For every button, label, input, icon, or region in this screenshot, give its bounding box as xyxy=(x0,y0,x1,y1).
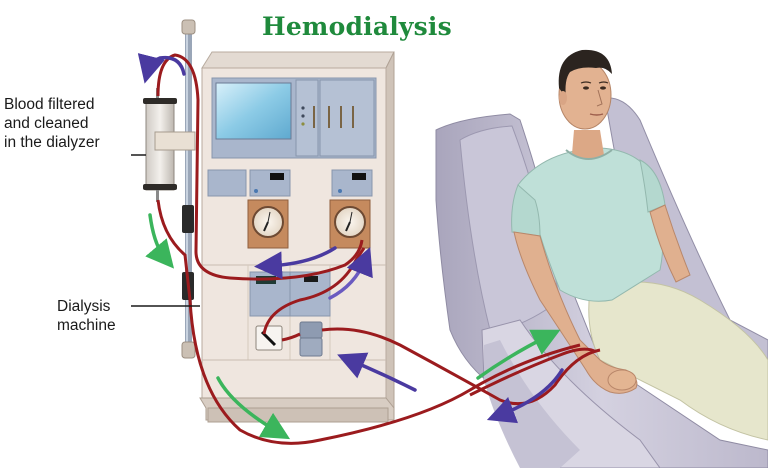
arrow-clean-bottom-icon xyxy=(216,376,291,440)
label-dialyzer-line-2: and cleaned xyxy=(4,115,89,132)
label-dialyzer-line-1: Blood filtered xyxy=(4,96,95,113)
label-machine-line-2: machine xyxy=(57,317,116,334)
patient xyxy=(511,49,768,441)
label-machine-line-1: Dialysis xyxy=(57,298,111,315)
leader-lines xyxy=(131,154,200,307)
pressure-gauge-left xyxy=(247,199,289,249)
arrow-clean-dialyzer-icon xyxy=(145,213,175,269)
arrow-dirty-machine-icon xyxy=(254,246,337,280)
arrow-clean-arm-icon xyxy=(476,329,561,380)
arrow-dirty-gauge-icon xyxy=(328,247,373,300)
air-trap xyxy=(299,321,323,357)
blood-tubing xyxy=(156,53,601,445)
label-dialyzer-line-3: in the dialyzer xyxy=(4,134,100,151)
pressure-gauge-right xyxy=(329,199,371,249)
arrow-dirty-top-icon xyxy=(137,53,186,84)
iv-pole xyxy=(181,19,196,359)
arrow-dirty-return-icon xyxy=(337,352,417,392)
blood-pump xyxy=(255,325,283,351)
label-machine: Dialysis machine xyxy=(57,297,177,335)
arrow-dirty-arm-icon xyxy=(486,368,564,424)
diagram-title: Hemodialysis xyxy=(262,12,452,41)
dialysis-machine xyxy=(199,51,395,423)
label-dialyzer: Blood filtered and cleaned in the dialyz… xyxy=(4,95,144,152)
flow-arrows xyxy=(137,53,564,440)
